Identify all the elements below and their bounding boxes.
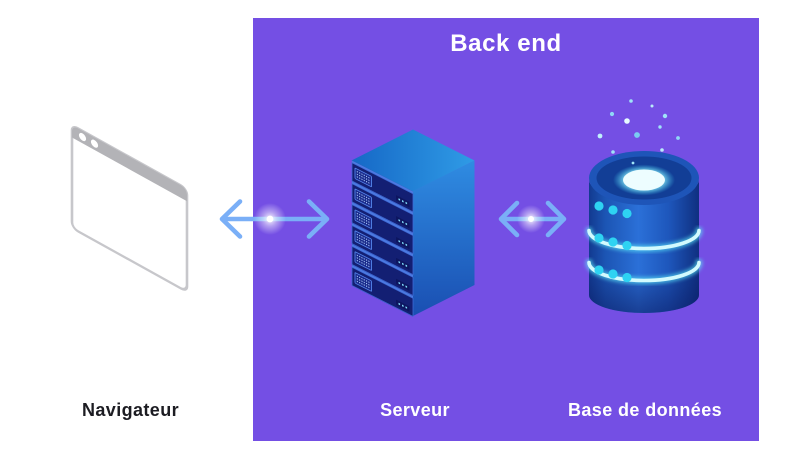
browser-title-bar (72, 127, 187, 202)
arrow-spark-core (528, 216, 534, 222)
browser-window-frame (70, 125, 189, 291)
arrow-spark-core (266, 215, 274, 223)
database-top-glow-core (623, 169, 665, 191)
database-bottom-shade (589, 264, 699, 313)
database-band (589, 232, 699, 282)
database-label: Base de données (567, 400, 723, 420)
server-label: Serveur (380, 400, 450, 420)
browser-window-dot (90, 139, 99, 148)
server-side-face (413, 160, 475, 316)
database-particles (597, 99, 680, 165)
database-cylinder-icon (585, 99, 703, 313)
browser-window-dot (78, 132, 87, 142)
backend-title: Back end (450, 30, 562, 57)
server-front-face (351, 159, 414, 318)
browser-window-icon (70, 125, 189, 291)
database-indicator-dots (594, 201, 632, 283)
server-tower-icon (351, 129, 475, 318)
browser-label: Navigateur (81, 400, 180, 420)
